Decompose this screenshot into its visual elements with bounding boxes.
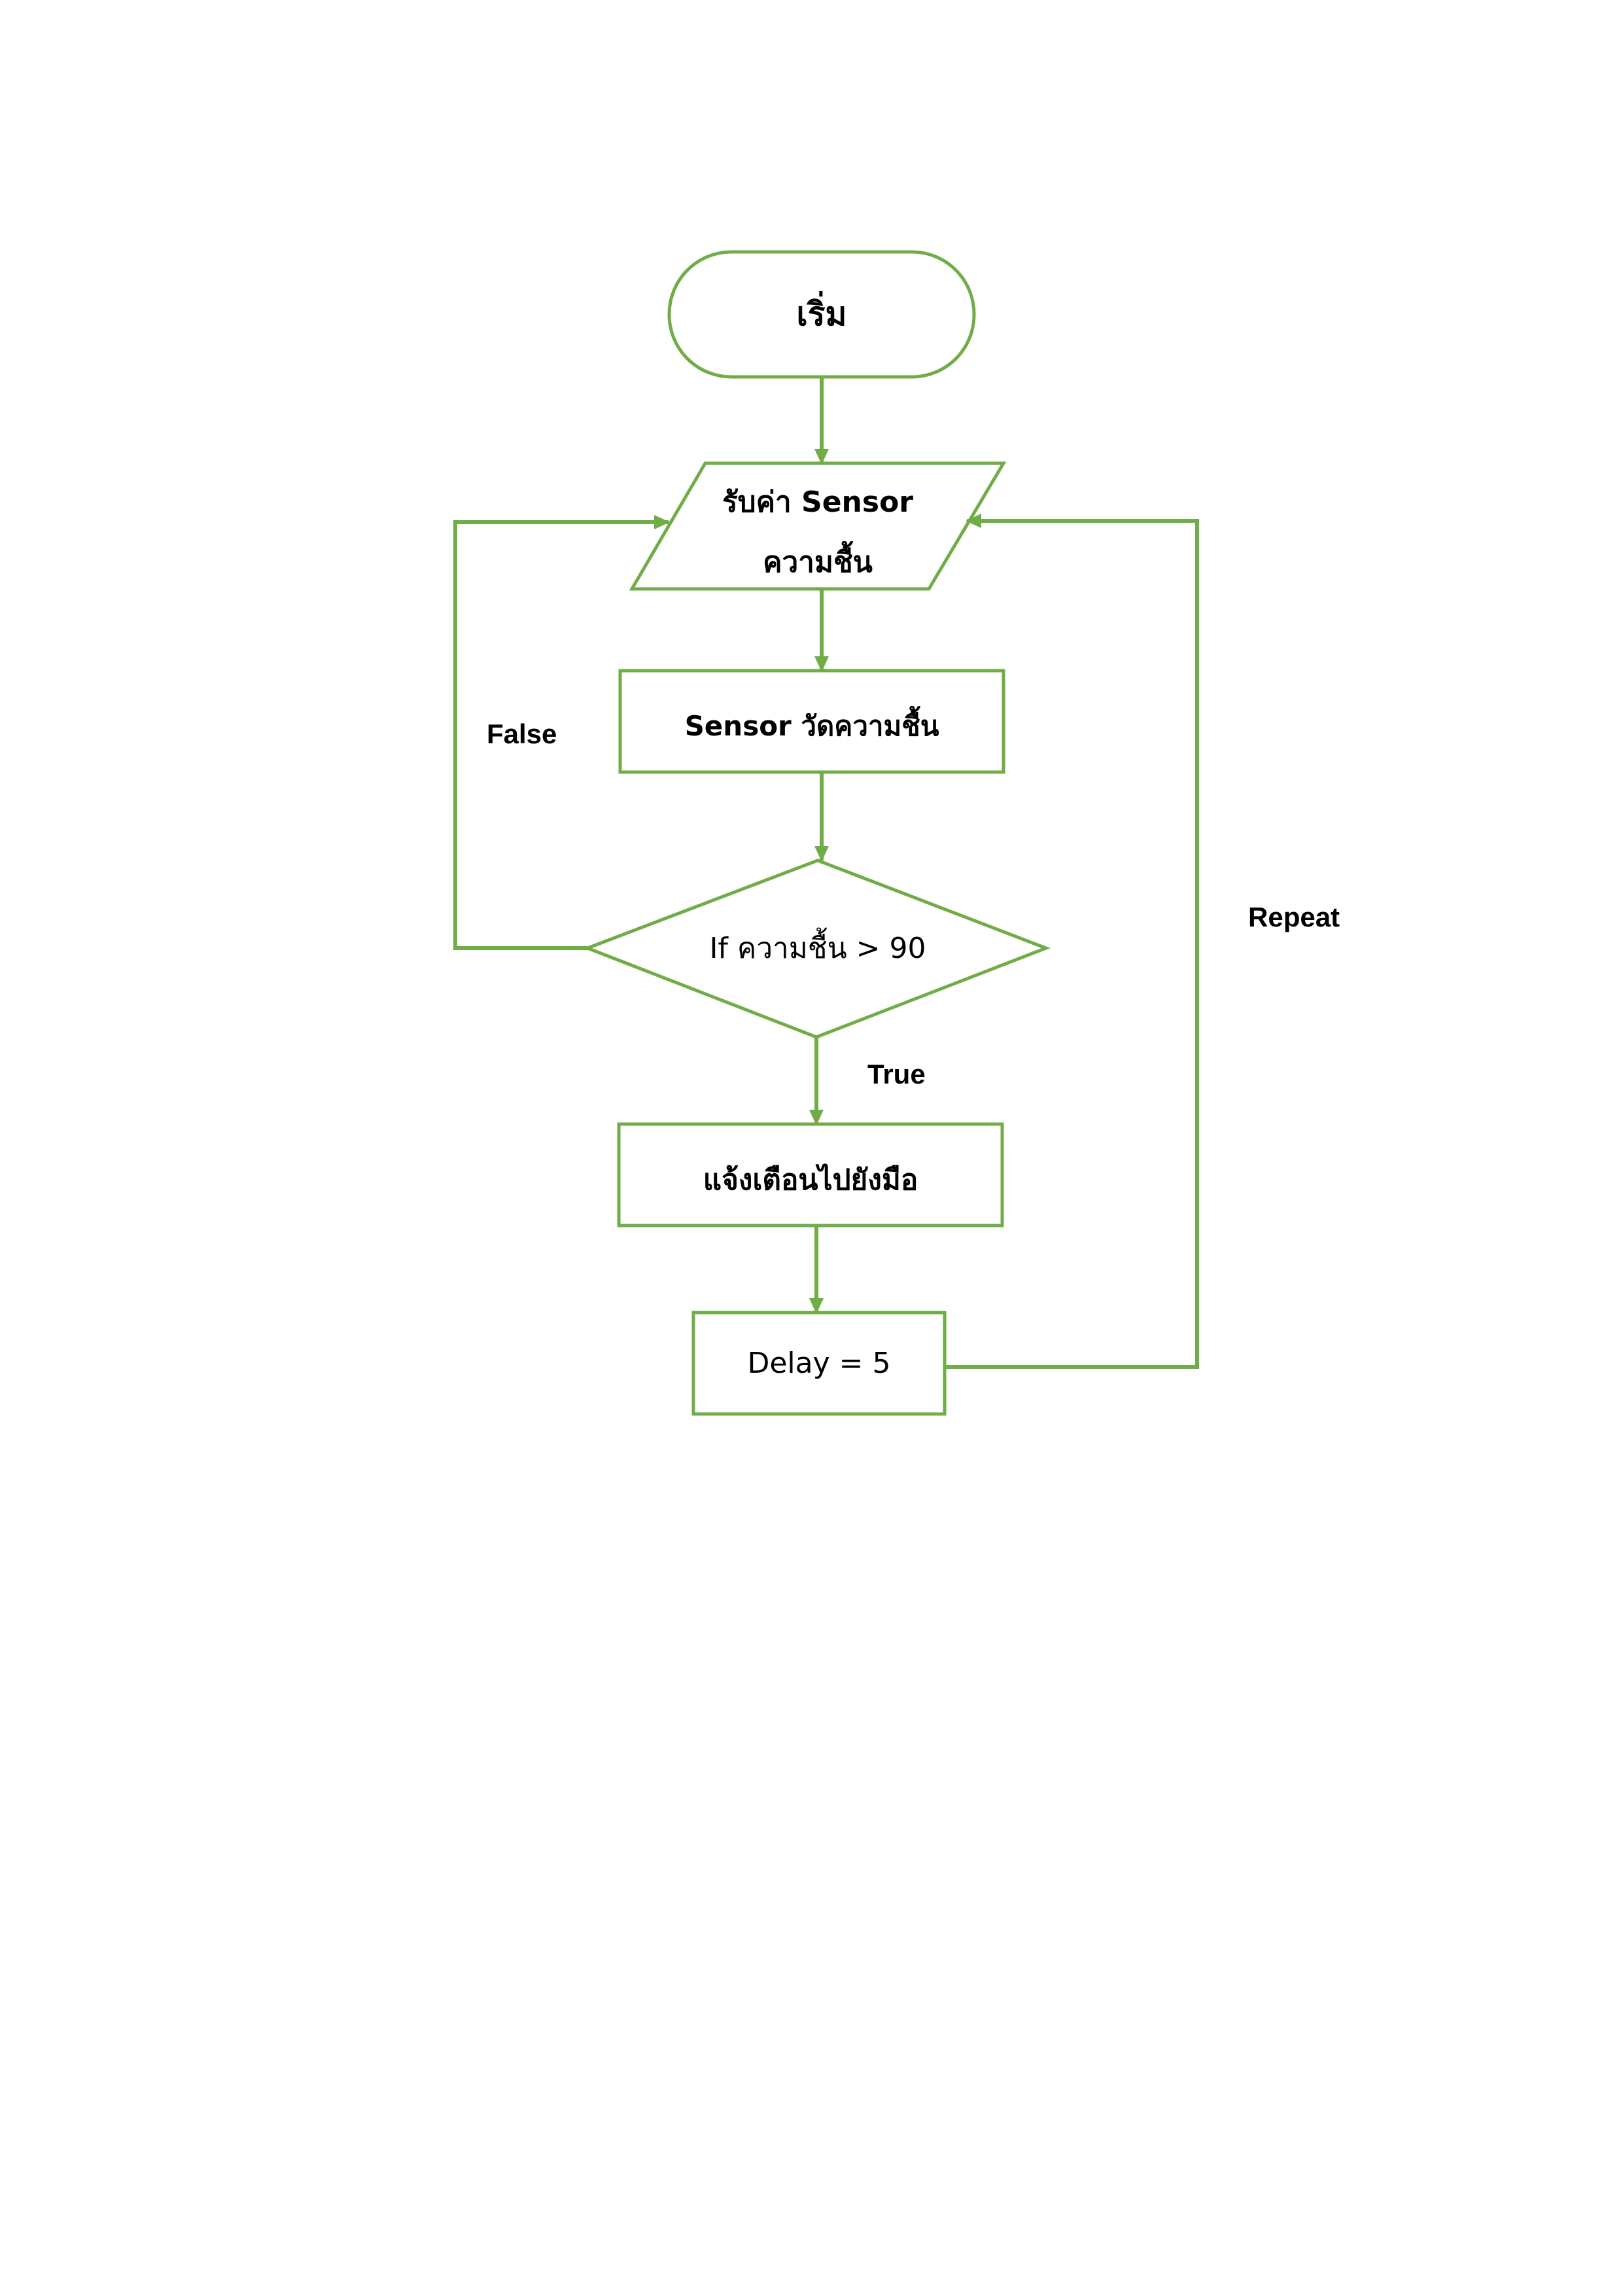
delay-label: Delay = 5: [747, 1347, 891, 1380]
measure-process-box: [618, 669, 1005, 774]
input-label-line2: ความชื้น: [763, 546, 873, 579]
true-edge-label: True: [867, 1059, 926, 1089]
arrow-repeat-loop: [945, 514, 1199, 1369]
delay-process-box: [691, 1311, 947, 1416]
notify-process-box: [617, 1122, 1004, 1227]
false-edge-label: False: [487, 718, 557, 749]
arrow-false-loop: [453, 515, 670, 950]
decision-label: If ความชื้น > 90: [709, 932, 926, 965]
measure-label: Sensor วัดความชื้น: [684, 710, 939, 742]
input-parallelogram: [629, 461, 1007, 591]
repeat-edge-label: Repeat: [1248, 902, 1340, 932]
start-label: เริ่ม: [796, 295, 847, 333]
input-label-line1: รับค่า Sensor: [722, 486, 913, 519]
notify-label: แจ้งเตือนไปยังมือ: [703, 1163, 918, 1197]
